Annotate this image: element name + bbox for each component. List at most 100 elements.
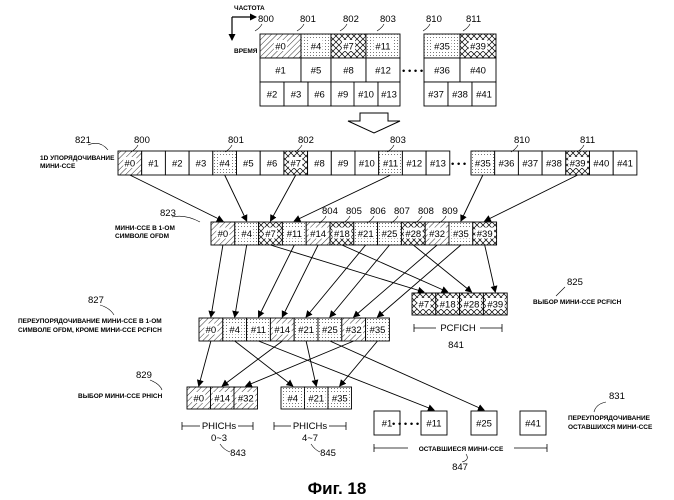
mapping-arrow xyxy=(130,175,223,221)
pcfich-selection-ref-leader xyxy=(556,287,565,296)
reordered-row: #0#4#11#14#21#25#32#35 xyxy=(199,318,389,341)
reordered-cell: #0 xyxy=(199,318,223,341)
mini-cce-label: #21 xyxy=(308,394,324,405)
mapping-arrow xyxy=(246,341,354,386)
ordering-1d-label-line2: МИНИ-CCE xyxy=(40,163,76,170)
ordering-1d-cell: #38 xyxy=(542,151,566,175)
ofdm-row-cell: #39 xyxy=(473,222,497,245)
remaining-ellipsis: • • • • • xyxy=(392,419,419,430)
top-grid-ref-leader xyxy=(423,24,430,31)
remaining-cell: #25 xyxy=(471,411,497,435)
ordering-1d-cell: #41 xyxy=(613,151,637,175)
mini-cce-label: #2 xyxy=(172,159,183,170)
mini-cce-label: #35 xyxy=(434,42,450,53)
mini-cce-label: #32 xyxy=(429,229,445,240)
frequency-axis-label: ЧАСТОТА xyxy=(234,5,265,12)
mini-cce-label: #25 xyxy=(382,229,398,240)
ordering-1d-ref-number: 802 xyxy=(298,135,314,146)
figure-caption: Фиг. 18 xyxy=(308,479,367,498)
mini-cce-label: #32 xyxy=(346,325,362,336)
mini-cce-label: #1 xyxy=(275,66,286,77)
top-resource-grid: #0#4#7#11#1#5#8#12#2#3#6#9#10#13#35#39#3… xyxy=(260,34,496,106)
ofdm-row-cell: #18 xyxy=(330,222,354,245)
mini-cce-label: #0 xyxy=(275,42,286,53)
mapping-arrow xyxy=(225,175,247,221)
mapping-arrow xyxy=(222,341,282,386)
mini-cce-label: #4 xyxy=(241,229,252,240)
mini-cce-label: #11 xyxy=(287,229,302,240)
phich-group2-range: 4~7 xyxy=(302,433,318,444)
pcfich-selection-label: ВЫБОР МИНИ-CCE PCFICH xyxy=(533,299,622,306)
remaining-cell: #41 xyxy=(520,411,546,435)
phich-group2-ref-leader xyxy=(311,444,320,452)
mapping-arrow xyxy=(235,341,293,386)
ordering-1d-cell: #12 xyxy=(402,151,426,175)
ordering-1d-reference-numbers: 800801802803810811 xyxy=(131,135,595,152)
top-grid-reference-numbers: 800801802803810811 xyxy=(255,14,481,31)
ofdm-row-ref-number: 804 xyxy=(322,206,338,217)
ordering-1d-cell: #40 xyxy=(590,151,614,175)
ordering-1d-ref: 821 xyxy=(75,135,91,146)
mapping-arrow xyxy=(271,175,296,221)
mini-cce-label: #14 xyxy=(214,394,230,405)
mini-cce-label: #12 xyxy=(375,66,391,77)
down-block-arrow xyxy=(348,113,400,133)
ordering-1d-row: #0#1#2#3#4#5#6#7#8#9#10#11#12#13• • •#35… xyxy=(118,151,637,175)
ordering-1d-ref-number: 800 xyxy=(134,135,150,146)
ordering-1d-ref-number: 803 xyxy=(390,135,406,146)
phich-group1-cell: #32 xyxy=(234,387,258,409)
mini-cce-label: #18 xyxy=(334,229,350,240)
ofdm-row-cell: #7 xyxy=(259,222,283,245)
ofdm-row-cell: #11 xyxy=(282,222,306,245)
mini-cce-label: #41 xyxy=(617,159,633,170)
pcfich-bracket: PCFICH 841 xyxy=(414,321,502,351)
mini-cce-label: #28 xyxy=(464,300,480,311)
mini-cce-label: #13 xyxy=(430,159,446,170)
ordering-1d-cell: #6 xyxy=(260,151,284,175)
remaining-bracket: ОСТАВШИЕСЯ МИНИ-CCE 847 xyxy=(374,442,547,473)
remaining-cell: #11 xyxy=(421,411,447,435)
ordering-1d-cell: #0 xyxy=(118,151,142,175)
ofdm-row-cell: #32 xyxy=(425,222,449,245)
reordered-cell: #32 xyxy=(342,318,366,341)
top-grid-cell: #35 xyxy=(424,34,460,58)
ofdm-row-ref-leader xyxy=(172,216,200,222)
top-grid-cell: #37 xyxy=(424,82,448,106)
mini-cce-label: #8 xyxy=(343,66,354,77)
top-grid-cell: #39 xyxy=(460,34,496,58)
top-grid-ref-leader xyxy=(297,24,304,31)
phich-group2-ref: 845 xyxy=(320,448,336,459)
time-axis-label: ВРЕМЯ xyxy=(234,48,258,55)
remaining-label: ОСТАВШИЕСЯ МИНИ-CCE xyxy=(419,446,504,453)
ordering-1d-cell: #13 xyxy=(426,151,450,175)
mini-cce-label: #41 xyxy=(525,419,541,430)
mini-cce-label: #12 xyxy=(406,159,422,170)
pcfich-cell: #7 xyxy=(412,293,436,315)
mini-cce-label: #40 xyxy=(470,66,486,77)
top-grid-cell: #40 xyxy=(460,58,496,82)
top-grid-cell: #38 xyxy=(448,82,472,106)
ordering-1d-cell: #8 xyxy=(308,151,332,175)
mapping-arrow xyxy=(330,245,390,317)
mini-cce-label: #35 xyxy=(332,394,348,405)
mini-cce-label: #14 xyxy=(310,229,326,240)
top-grid-cell: #6 xyxy=(308,82,331,106)
mapping-arrow xyxy=(485,245,496,292)
remaining-reorder-ref-leader xyxy=(594,402,606,412)
top-grid-ref-leader xyxy=(255,24,262,31)
ofdm-symbol-row: #0#4#7#11#14#18#21#25#28#32#35#39 xyxy=(211,222,497,245)
top-grid-ref: 802 xyxy=(343,14,359,25)
pcfich-mini-cce-row: #7#18#28#39 xyxy=(412,293,507,315)
top-grid-cell: #10 xyxy=(354,82,378,106)
ordering-1d-cell: #5 xyxy=(237,151,261,175)
mini-cce-label: #9 xyxy=(338,159,349,170)
ordering-1d-ref-number: 810 xyxy=(514,135,530,146)
top-grid-cell: #3 xyxy=(284,82,308,106)
pcfich-cell: #18 xyxy=(436,293,460,315)
mini-cce-label: #10 xyxy=(358,90,374,101)
ordering-1d-cell: #3 xyxy=(189,151,213,175)
ordering-1d-cell: #2 xyxy=(165,151,189,175)
phich-group1-bracket: PHICHs 0~3 843 xyxy=(182,419,253,459)
ordering-1d-ref-number: 811 xyxy=(580,135,595,146)
top-grid-ref: 810 xyxy=(426,14,442,25)
